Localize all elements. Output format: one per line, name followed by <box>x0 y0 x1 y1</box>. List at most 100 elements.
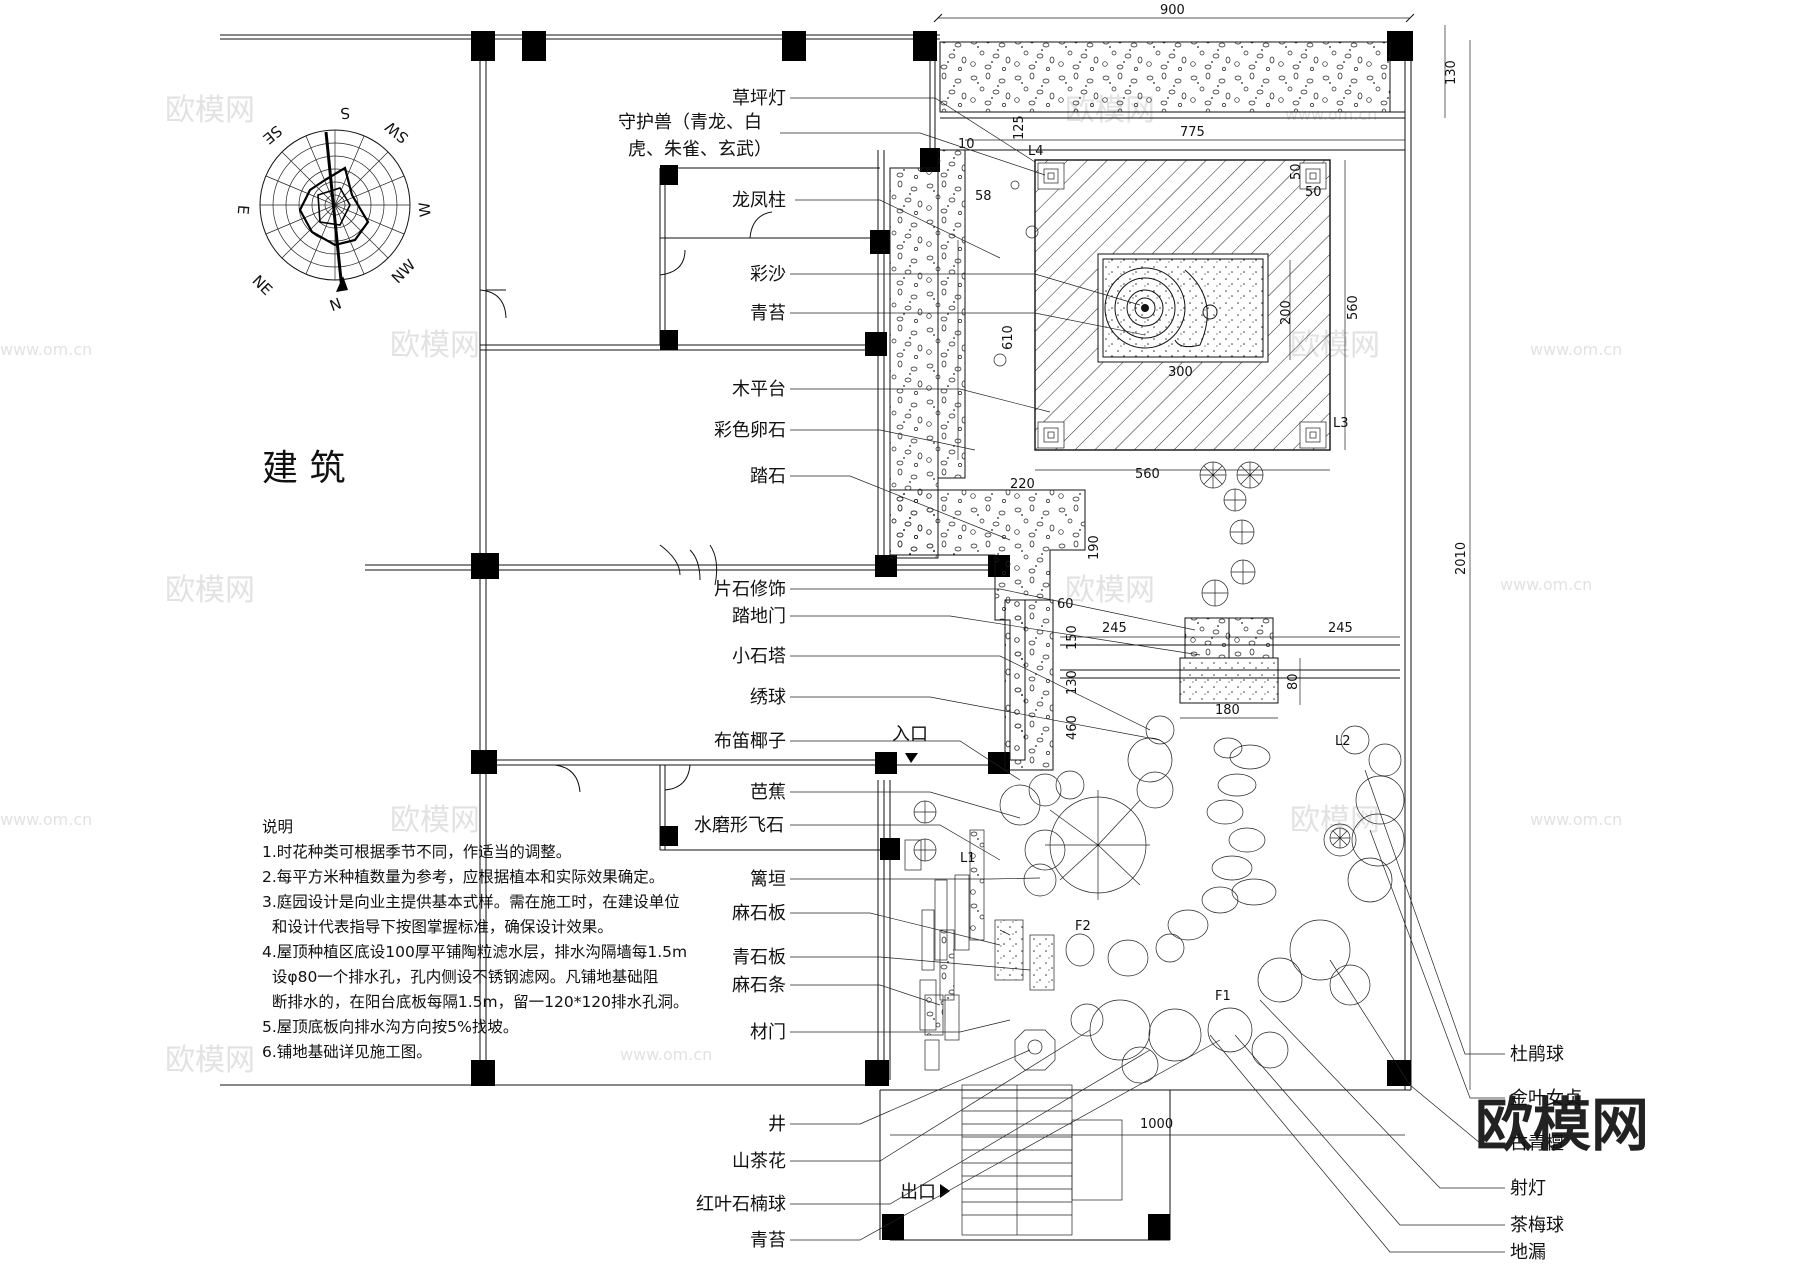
label-wooden-door: 材门 <box>750 1022 786 1043</box>
watermark: 欧模网 <box>165 93 255 128</box>
dim-190: 190 <box>1087 535 1102 560</box>
dim-130: 130 <box>1444 60 1459 85</box>
watermark: 欧模网 <box>390 328 480 363</box>
dim-560h: 560 <box>1135 467 1160 482</box>
label-bluestone-slab: 青石板 <box>732 947 786 968</box>
notes-title: 说明 <box>262 818 293 836</box>
label-lawn-lamp: 草坪灯 <box>732 88 786 109</box>
tag-F1: F1 <box>1215 989 1231 1004</box>
dim-150: 150 <box>1065 625 1080 650</box>
label-granite-slab: 麻石板 <box>732 903 786 924</box>
label-spotlight: 射灯 <box>1510 1178 1546 1199</box>
label-terrazzo-stones: 水磨形飞石 <box>694 815 784 836</box>
dim-50a: 50 <box>1289 163 1304 180</box>
dim-2010: 2010 <box>1454 542 1469 575</box>
watermark: 欧模网 <box>390 803 480 838</box>
label-banana: 芭蕉 <box>750 782 786 803</box>
watermark: 欧模网 <box>165 1043 255 1078</box>
building-label: 建 筑 <box>262 448 345 489</box>
watermark-url: www.om.cn <box>620 1045 712 1064</box>
compass-rose: S SE SW E W NE NW N <box>234 104 435 316</box>
compass-E: E <box>234 204 253 215</box>
watermark-url: www.om.cn <box>1530 810 1622 829</box>
label-camellia: 山茶花 <box>732 1151 786 1172</box>
dim-125: 125 <box>1012 115 1027 140</box>
compass-SE: SE <box>259 122 285 148</box>
label-stepping-stones: 踏石 <box>750 466 786 487</box>
compass-N: N <box>327 294 344 315</box>
tag-L2: L2 <box>1335 734 1351 749</box>
label-step-gate: 踏地门 <box>732 606 786 627</box>
tag-F2: F2 <box>1075 919 1091 934</box>
note-line: 5.屋顶底板向排水沟方向按5%找坡。 <box>262 1018 518 1036</box>
garden: 入口 出口 <box>889 41 1405 1236</box>
label-moss: 青苔 <box>750 303 786 324</box>
note-line: 1.时花种类可根据季节不同，作适当的调整。 <box>262 843 571 861</box>
label-well: 井 <box>768 1114 786 1135</box>
dim-180: 180 <box>1215 703 1240 718</box>
label-dragon-phoenix-column: 龙凤柱 <box>732 190 786 211</box>
north-arrow-icon <box>336 276 348 292</box>
dim-50b: 50 <box>1305 185 1322 200</box>
exit-label: 出口 <box>900 1182 936 1203</box>
label-hydrangea: 绣球 <box>750 687 786 708</box>
watermark: 欧模网 <box>1065 573 1155 608</box>
compass-W: W <box>415 201 434 218</box>
entrance-arrow-icon <box>905 753 918 763</box>
label-wingceltis: 古青檀 <box>1510 1133 1564 1154</box>
tag-L3: L3 <box>1333 416 1349 431</box>
watermark-logo: 欧模网 <box>1475 1091 1649 1159</box>
watermark-url: www.om.cn <box>0 810 92 829</box>
left-callouts: 草坪灯 守护兽（青龙、白 虎、朱雀、玄武） 龙凤柱 彩沙 青苔 木平台 彩色卵石… <box>618 88 1221 1251</box>
watermark: 欧模网 <box>165 573 255 608</box>
label-sasanqua-ball: 茶梅球 <box>1510 1215 1564 1236</box>
label-slate-decoration: 片石修饰 <box>714 579 786 600</box>
dim-460: 460 <box>1065 715 1080 740</box>
label-golden-privet: 金叶女贞 <box>1510 1088 1582 1109</box>
dim-220: 220 <box>1010 477 1035 492</box>
dim-200: 200 <box>1279 300 1294 325</box>
note-line: 3.庭园设计是向业主提供基本式样。需在施工时，在建设单位 <box>262 893 680 911</box>
dim-80: 80 <box>1286 673 1301 690</box>
label-photinia-ball: 红叶石楠球 <box>696 1194 786 1215</box>
right-callouts: 杜鹃球 金叶女贞 古青檀 射灯 茶梅球 地漏 <box>1209 769 1582 1263</box>
fixture-tags: L1 L2 L3 L4 F1 F2 <box>960 144 1351 1004</box>
building-structure: 建 筑 <box>220 31 1413 1241</box>
dim-610: 610 <box>1001 325 1016 350</box>
tag-L4: L4 <box>1028 144 1044 159</box>
watermark-url: www.om.cn <box>0 340 92 359</box>
entrance-label: 入口 <box>892 724 928 745</box>
compass-NW: NW <box>388 256 419 287</box>
label-colored-sand: 彩沙 <box>750 264 786 285</box>
dim-58: 58 <box>975 189 992 204</box>
label-small-stone-tower: 小石塔 <box>732 646 786 667</box>
dim-1000: 1000 <box>1140 1117 1173 1132</box>
watermark-layer: 欧模网 欧模网 www.om.cn 欧模网 欧模网 www.om.cn www.… <box>0 93 1649 1159</box>
label-colored-pebbles: 彩色卵石 <box>714 420 786 441</box>
compass-S: S <box>340 104 351 123</box>
note-line: 设φ80一个排水孔，孔内侧设不锈钢滤网。凡铺地基础阻 <box>262 968 658 986</box>
label-wood-deck: 木平台 <box>732 379 786 400</box>
label-guardian-beasts-1: 守护兽（青龙、白 <box>618 112 762 133</box>
label-floor-drain: 地漏 <box>1510 1242 1546 1263</box>
dim-300: 300 <box>1168 365 1193 380</box>
dim-775: 775 <box>1180 125 1205 140</box>
watermark-url: www.om.cn <box>1500 575 1592 594</box>
dim-top: 900 <box>1160 3 1185 18</box>
note-line: 4.屋顶种植区底设100厚平铺陶粒滤水层，排水沟隔墙每1.5m <box>262 943 687 961</box>
dim-245a: 245 <box>1102 621 1127 636</box>
label-moss-2: 青苔 <box>750 1230 786 1251</box>
note-line: 断排水的，在阳台底板每隔1.5m，留一120*120排水孔洞。 <box>262 993 689 1011</box>
note-line: 6.铺地基础详见施工图。 <box>262 1043 432 1061</box>
dim-245b: 245 <box>1328 621 1353 636</box>
note-line: 和设计代表指导下按图掌握标准，确保设计效果。 <box>262 918 613 936</box>
label-butia-palm: 布笛椰子 <box>714 731 786 752</box>
dim-10: 10 <box>958 137 975 152</box>
watermark: 欧模网 <box>1290 803 1380 838</box>
tag-L1: L1 <box>960 851 976 866</box>
label-azalea-ball: 杜鹃球 <box>1510 1044 1564 1065</box>
compass-NE: NE <box>249 272 276 299</box>
label-granite-strip: 麻石条 <box>732 975 786 996</box>
dim-130v: 130 <box>1065 670 1080 695</box>
